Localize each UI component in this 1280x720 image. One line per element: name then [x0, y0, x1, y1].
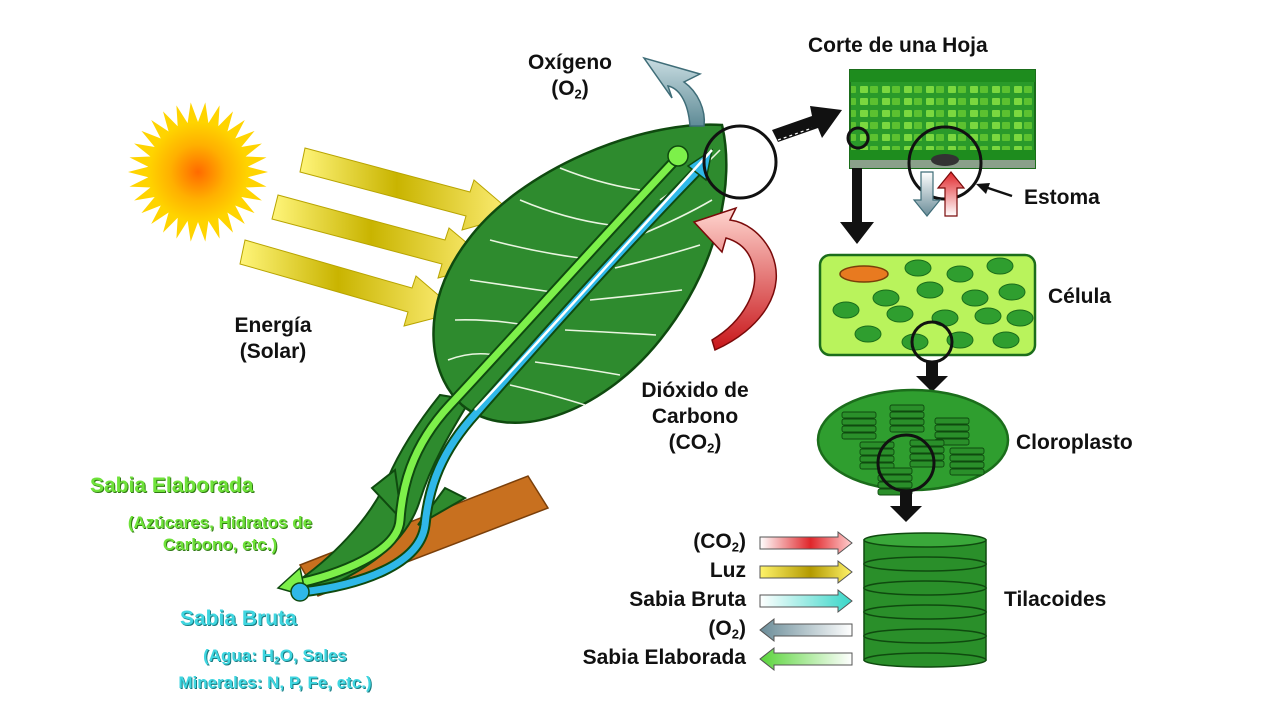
sun-icon	[128, 102, 268, 242]
cell-label: Célula	[1048, 285, 1112, 308]
legend-arrow-2	[759, 559, 853, 585]
arrow-section-to-cell	[840, 168, 874, 244]
legend-label-5: Sabia Elaborada	[582, 646, 746, 669]
zoom-arrow-leaf-to-section	[772, 106, 842, 142]
arrow-chloroplast-to-thylakoid	[890, 492, 922, 522]
sunlight-arrow-3	[239, 239, 460, 327]
sabia-elaborada-desc: (Azúcares, Hidratos de Carbono, etc.)	[127, 513, 313, 554]
sabia-bruta-title: Sabia Bruta	[180, 607, 297, 630]
thylakoid-label: Tilacoides	[1004, 588, 1107, 611]
sabia-bruta-desc: (Agua: H2O, Sales Minerales: N, P, Fe, e…	[178, 646, 372, 692]
chloroplast-label: Cloroplasto	[1016, 431, 1133, 454]
co2-label: Dióxido de Carbono (CO2)	[641, 379, 749, 456]
cell	[818, 253, 1037, 364]
chloroplast	[816, 388, 1010, 496]
legend-arrow-3	[759, 588, 853, 614]
leaf-section	[846, 69, 1036, 201]
sabia-bruta-origin	[290, 582, 310, 602]
co2-intake-arrow	[692, 206, 777, 352]
oxygen-release-arrow	[642, 56, 706, 127]
sabia-elaborada-origin	[667, 145, 689, 167]
arrow-cell-to-chloroplast	[916, 362, 948, 392]
thylakoid-stack	[863, 532, 987, 668]
legend-arrow-5	[759, 646, 853, 672]
energy-label: Energía (Solar)	[234, 314, 312, 363]
stoma-label: Estoma	[1024, 186, 1100, 209]
sabia-elaborada-title: Sabia Elaborada	[90, 474, 254, 497]
legend-arrow-4	[759, 617, 853, 643]
legend-label-4: (O2)	[708, 617, 746, 642]
legend-arrows	[759, 530, 853, 672]
legend-label-2: Luz	[709, 559, 746, 582]
legend-label-3: Sabia Bruta	[629, 588, 746, 611]
oxygen-label: Oxígeno (O2)	[527, 51, 612, 102]
leaf-section-title: Corte de una Hoja	[808, 34, 988, 57]
sunlight-arrows	[239, 147, 517, 327]
legend-arrow-1	[759, 530, 853, 556]
legend-label-1: (CO2)	[693, 530, 746, 555]
stoma-gas-arrows	[912, 171, 966, 217]
leaf-zoom-circle	[702, 124, 778, 200]
